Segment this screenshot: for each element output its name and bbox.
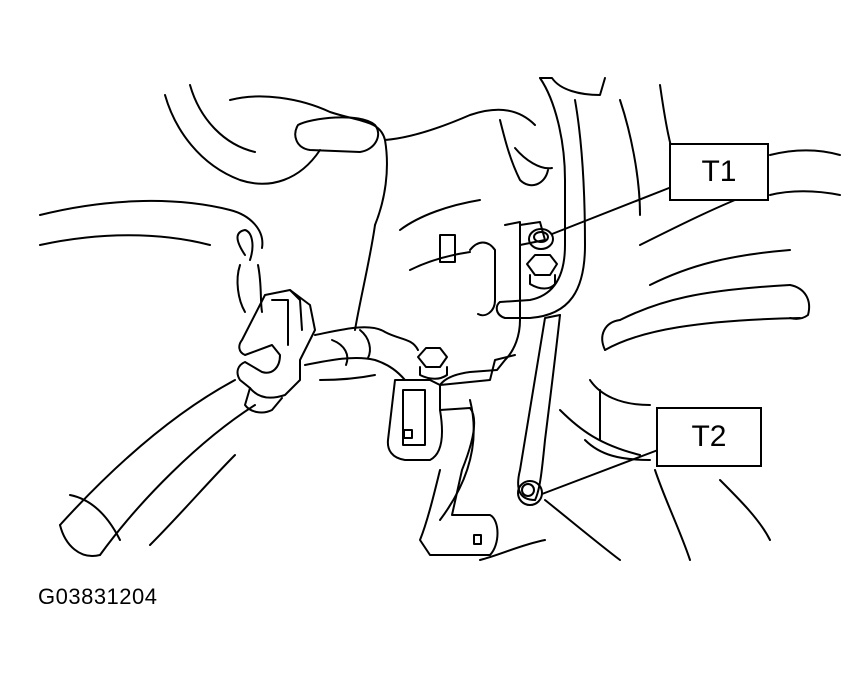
- background-hose-right: [584, 84, 841, 561]
- callout-t1: T1: [669, 143, 769, 201]
- bolt-upper: [526, 254, 558, 290]
- figure-id: G03831204: [38, 584, 158, 609]
- callout-t2: T2: [656, 407, 762, 467]
- bolt-center: [417, 347, 448, 380]
- engine-block-outline: [229, 95, 641, 561]
- background-hose-left: [39, 84, 321, 557]
- callout-t1-label: T1: [701, 155, 737, 188]
- leader-t1: [551, 187, 670, 235]
- leader-t2: [541, 449, 659, 495]
- tube-assembly: [495, 77, 606, 319]
- callout-t2-label: T2: [691, 420, 727, 453]
- wire-harness: [304, 326, 419, 381]
- mounting-bracket: [386, 221, 561, 556]
- cable-clamp: [236, 229, 316, 414]
- bolt-t1: [528, 228, 554, 250]
